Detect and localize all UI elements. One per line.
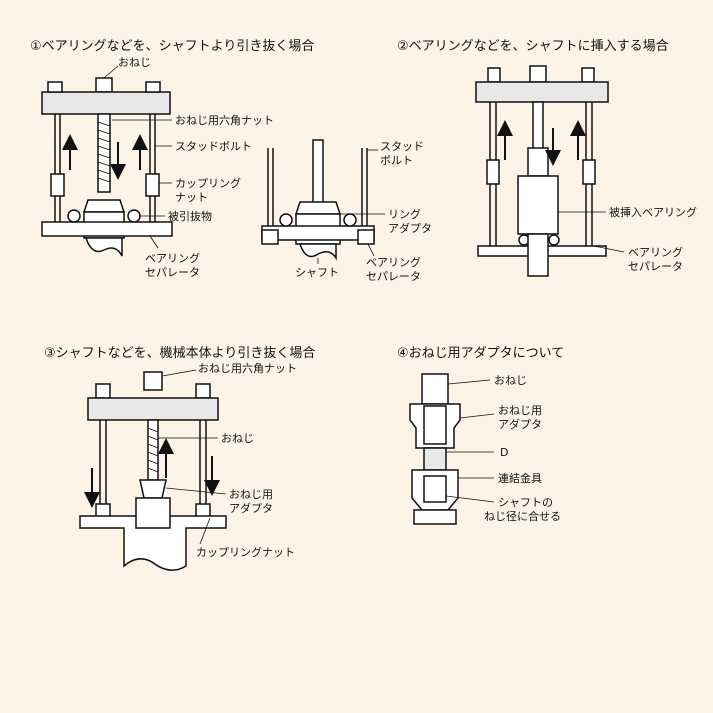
coupling-nut-shape (582, 159, 596, 185)
adapter (139, 479, 167, 499)
side-nut (145, 81, 161, 93)
ring-adapter-top (294, 201, 342, 215)
puller-1b-drawing (261, 139, 375, 261)
bearing-ball (67, 209, 81, 223)
label-separator2-1: ベアリング (366, 255, 421, 269)
label-adapter-3-1: おねじ用 (229, 488, 273, 501)
adapter (527, 147, 549, 177)
label-inserted-bearing: 被挿入ベアリング (609, 205, 697, 219)
label-extracted: 被引抜物 (168, 209, 212, 223)
puller-1-drawing (41, 77, 173, 257)
shaft-end (84, 237, 123, 257)
label-fit-1: シャフトの (498, 496, 553, 509)
coupling-nut-shape (261, 229, 279, 245)
bearing-ball (343, 213, 357, 227)
label-nut-4: おねじ (494, 374, 527, 387)
leader-line (199, 517, 211, 545)
yoke-bar (475, 81, 609, 103)
section-2: ②ベアリングなどを、シャフトに挿入する場合 被挿入ベアリング ベ (397, 39, 697, 277)
label-fit-2: ねじ径に合せる (484, 509, 561, 523)
label-adapter-4-1: おねじ用 (498, 404, 542, 417)
coupling-nut-shape (145, 173, 160, 197)
coupling-nut-shape (357, 229, 375, 245)
screw-thread (97, 121, 111, 183)
label-d: D (500, 446, 508, 459)
adapter-inner (423, 405, 447, 445)
screw-thread (147, 427, 159, 473)
label-nut: おねじ (118, 56, 151, 69)
shaft-end (298, 243, 337, 261)
label-connector: 連結金具 (498, 471, 542, 485)
yoke-bar (87, 397, 219, 421)
puller-2-drawing (475, 65, 609, 277)
label-ring-adapter-2: アダプタ (388, 221, 432, 235)
leader-line (447, 379, 491, 385)
nut-shape-4 (421, 373, 449, 405)
section-1-heading: ①ベアリングなどを、シャフトより引き抜く場合 (30, 38, 314, 54)
top-nut-shape (95, 77, 113, 93)
top-nut-shape (143, 371, 163, 391)
label-adapter-4-2: アダプタ (498, 417, 542, 431)
separator-1 (41, 221, 173, 237)
puller-3-drawing (79, 371, 227, 571)
section-4-heading: ④おねじ用アダプタについて (397, 346, 564, 361)
section-3: ③シャフトなどを、機械本体より引き抜く場合 おねじ用六角ナット おねじ お (44, 345, 315, 571)
bearing-ball (548, 234, 560, 246)
shaft-4 (413, 509, 457, 525)
bearing-ball (279, 213, 293, 227)
leader-line (165, 487, 227, 495)
machine-body (79, 515, 227, 571)
top-nut-shape (529, 65, 547, 83)
label-adapter-3-2: アダプタ (229, 501, 273, 515)
label-stud-bolt2-1: スタッド (380, 140, 424, 153)
label-coupling-nut-2: ナット (175, 191, 208, 204)
shaft (527, 233, 549, 277)
center-screw (97, 113, 111, 193)
separator-2 (261, 225, 375, 241)
section-2-heading: ②ベアリングなどを、シャフトに挿入する場合 (397, 39, 669, 54)
label-coupling-nut-1: カップリング (175, 176, 241, 190)
label-separator-2: セパレータ (145, 266, 200, 279)
adapter-drawing (409, 373, 461, 525)
section-4: ④おねじ用アダプタについて おねじ おねじ用 アダプタ D 連結金具 シャフトの… (397, 346, 564, 525)
label-nut-3: おねじ (221, 432, 254, 445)
section-3-heading: ③シャフトなどを、機械本体より引き抜く場合 (44, 345, 315, 361)
shaft-head (135, 497, 171, 529)
leader-line (367, 243, 375, 257)
side-nut (95, 383, 111, 399)
leader-line (459, 413, 495, 419)
side-nut (47, 81, 63, 93)
shaft-upper (312, 139, 324, 205)
label-hex-nut-3: おねじ用六角ナット (198, 362, 297, 375)
label-hex-nut: おねじ用六角ナット (175, 114, 274, 127)
label-separator2-2: セパレータ (366, 270, 421, 283)
label-coupling-nut-3: カップリングナット (196, 545, 295, 559)
label-stud-bolt: スタッドボルト (175, 140, 252, 153)
side-nut (487, 67, 501, 83)
label-separator-1: ベアリング (145, 251, 200, 265)
leader-line (149, 235, 159, 249)
connector-inner (423, 475, 447, 503)
side-nut (195, 383, 211, 399)
inserted-bearing (517, 175, 559, 235)
leader-line (593, 245, 625, 253)
coupling-nut-shape (50, 173, 65, 197)
yoke-bar (41, 91, 171, 115)
leader-line (103, 65, 119, 79)
label-ring-adapter-1: リング (388, 207, 421, 221)
leader-line (161, 369, 197, 377)
extracted-top (82, 199, 126, 213)
label-stud-bolt2-2: ボルト (380, 154, 413, 167)
label-shaft: シャフト (295, 266, 339, 279)
label-separator-3-1: ベアリング (628, 245, 683, 259)
leader-line (445, 495, 495, 503)
side-nut (581, 67, 595, 83)
label-separator-3-2: セパレータ (628, 260, 683, 273)
section-1: ①ベアリングなどを、シャフトより引き抜く場合 (30, 38, 432, 283)
coupling-nut-shape (486, 159, 500, 185)
center-screw (532, 101, 544, 151)
connector-shape (423, 447, 447, 471)
bearing-ball (127, 209, 141, 223)
